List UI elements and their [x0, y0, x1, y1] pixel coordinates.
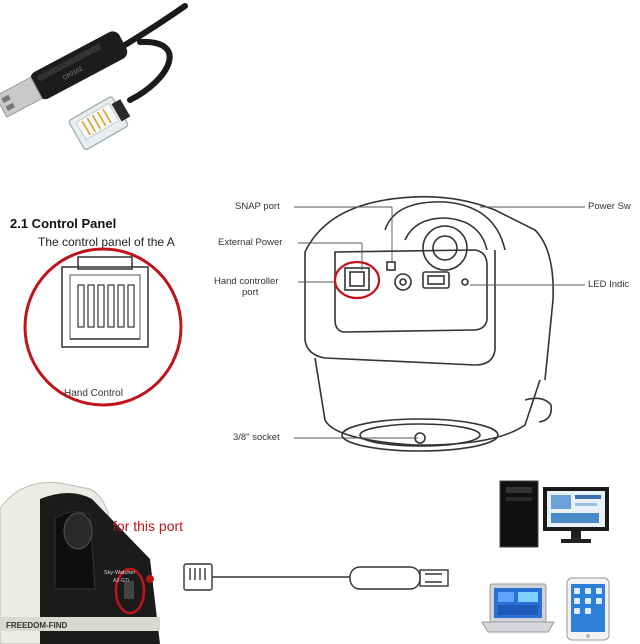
mount-photo: Sky-Watcher AZ-GTi FREEDOM-FIND — [0, 482, 160, 644]
hand-control-label: Hand Control — [64, 388, 123, 399]
tablet-icon — [566, 577, 610, 641]
usb-cable-icon: CP2102 — [0, 3, 188, 151]
mount-line-drawing — [304, 195, 554, 452]
model-text: AZ-GTi — [113, 578, 129, 584]
rj-connector-icon — [68, 96, 131, 151]
socket-label: 3/8" socket — [233, 432, 280, 443]
led-indicator-label: LED Indic — [588, 279, 630, 290]
snap-port-label: SNAP port — [235, 201, 280, 212]
for-this-port-label: for this port — [113, 518, 184, 534]
section-heading: 2.1 Control Panel — [10, 216, 117, 231]
power-switch-label: Power Sw — [588, 201, 631, 212]
desktop-computer-icon — [499, 480, 609, 548]
hand-control-port-diagram — [23, 247, 183, 407]
external-power-label: External Power — [218, 237, 283, 248]
hand-controller-port-line2: port — [242, 287, 259, 298]
bottom-text: FREEDOM-FIND — [6, 621, 68, 630]
hand-controller-port-label: Hand controller port — [214, 276, 278, 298]
laptop-icon — [481, 583, 555, 633]
section-text: The control panel of the A — [38, 235, 175, 249]
brand-text: Sky-Watcher — [104, 570, 135, 576]
hand-controller-port-line1: Hand controller — [214, 276, 279, 287]
cable-drawing — [183, 563, 449, 591]
